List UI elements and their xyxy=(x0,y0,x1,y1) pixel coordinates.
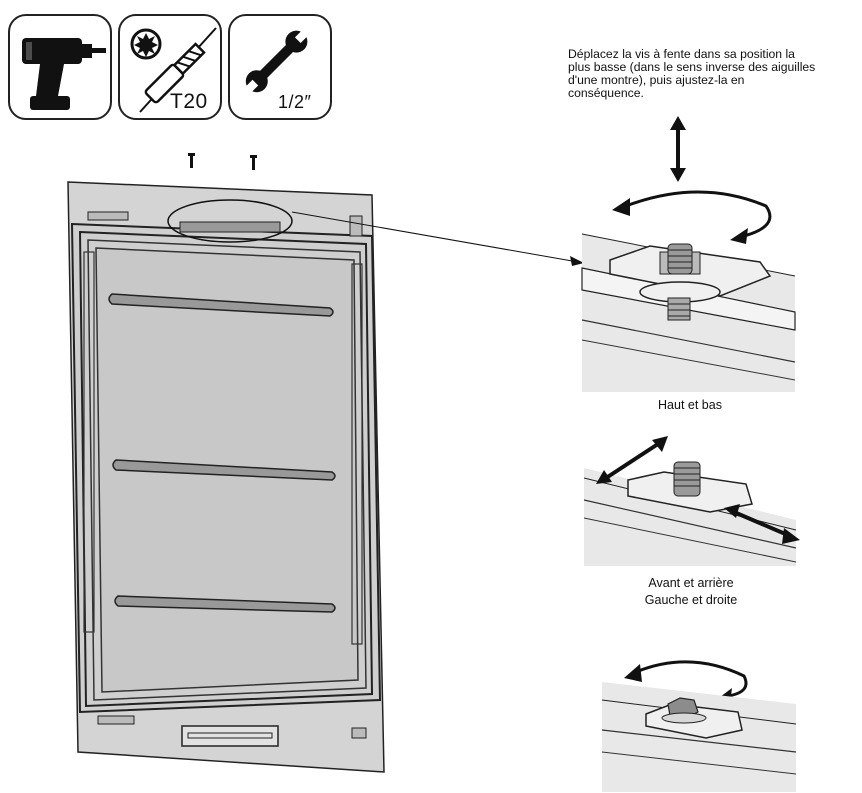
tool-drill-box xyxy=(8,14,112,120)
left-right-arrow-icon xyxy=(724,504,800,544)
instruction-text: Déplacez la vis à fente dans sa position… xyxy=(568,47,816,100)
caption-front-back-text: Avant et arrière xyxy=(648,576,734,590)
caption-up-down: Haut et bas xyxy=(620,397,760,414)
screw-icon xyxy=(250,155,257,170)
wrench-icon xyxy=(244,28,310,94)
tool-wrench-box: 1/2″ xyxy=(228,14,332,120)
detail-front-back-left-right xyxy=(583,461,797,566)
wrench-size-label: 1/2″ xyxy=(278,92,312,112)
rotate-arrow-icon xyxy=(612,190,772,244)
highlight-ellipse xyxy=(167,199,293,243)
caption-up-down-text: Haut et bas xyxy=(658,398,722,412)
caption-left-right-text: Gauche et droite xyxy=(644,593,738,607)
torx-bit-icon xyxy=(130,27,217,113)
screw-icon xyxy=(188,153,195,168)
up-down-arrow-icon xyxy=(670,116,686,182)
detail-up-down xyxy=(581,233,796,392)
leader-arrow xyxy=(291,211,584,266)
caption-front-back-left-right: Avant et arrière Gauche et droite xyxy=(608,575,774,609)
power-drill-icon xyxy=(22,38,106,110)
detail-lock-nut xyxy=(601,682,797,792)
door-panel xyxy=(67,181,385,773)
front-back-arrow-icon xyxy=(596,436,668,484)
torx-size-label: T20 xyxy=(170,90,208,113)
tool-torx-box: T20 xyxy=(118,14,222,120)
